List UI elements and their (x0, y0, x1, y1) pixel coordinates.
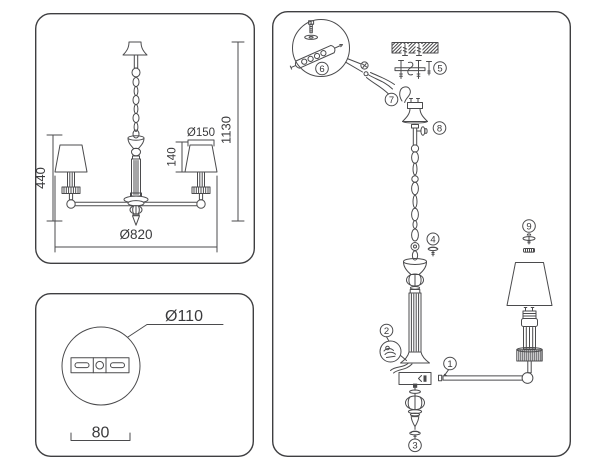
detail-circle-bracket: 6 (289, 19, 350, 77)
panel-assembly: 6 5 (271, 10, 572, 458)
part-label-7-circle (384, 92, 399, 107)
part-label-9-circle (522, 219, 536, 233)
dim-body-height: 440 (33, 134, 63, 222)
dim-plate-diameter-label: Ø110 (165, 308, 203, 325)
dim-shade-diameter: Ø150 (187, 127, 215, 147)
cap-part3: 3 (408, 430, 422, 453)
mounting-bar-part5: 5 (394, 60, 447, 79)
dim-total-diameter: Ø820 (54, 175, 218, 253)
ceiling-section (391, 42, 439, 56)
dim-plate-diameter: Ø110 (127, 308, 224, 338)
chandelier-bottom-finial (129, 205, 143, 226)
hub-assembly (398, 372, 432, 430)
locking-cap-part4: 4 (426, 232, 440, 257)
panel-front-view: 440 1130 Ø150 140 Ø820 (33, 12, 256, 265)
dim-shade-diameter-label: Ø150 (187, 127, 215, 139)
dim-body-height-label: 440 (33, 167, 48, 189)
part-label-4: 4 (430, 234, 435, 245)
dim-shade-height: 140 (167, 141, 189, 173)
mount-plate-view (61, 326, 141, 406)
canopy-hook-part7: 7 (384, 86, 411, 107)
candle-left (54, 144, 88, 201)
dim-shade-height-label: 140 (167, 147, 179, 166)
part-label-1: 1 (447, 359, 452, 370)
dim-total-diameter-label: Ø820 (119, 227, 152, 242)
candle-assembly: 9 (506, 219, 553, 374)
part-label-1-circle (443, 356, 457, 371)
candle-right (184, 144, 218, 201)
part-label-2: 2 (384, 326, 389, 337)
chandelier-arm (66, 195, 206, 209)
part-label-8: 8 (437, 123, 442, 134)
column-assembly (390, 258, 430, 374)
chandelier-canopy (122, 41, 148, 78)
dim-slot-spacing-label: 80 (92, 425, 110, 442)
assembly-chain (410, 144, 420, 261)
panel-border (271, 10, 572, 458)
arm-part1: 1 (438, 356, 534, 384)
wire-detail-part2: 2 (379, 323, 407, 363)
panel-border (34, 292, 255, 458)
canopy-assembly: 8 (402, 98, 447, 146)
wiring-and-screw (345, 58, 395, 96)
chandelier-chain (132, 77, 140, 139)
dim-total-height-label: 1130 (219, 116, 234, 144)
part-label-3-circle (408, 438, 422, 453)
part-label-5-circle (433, 61, 447, 75)
chandelier-stem (127, 135, 145, 197)
panel-mount-detail: Ø110 80 (34, 292, 255, 458)
part-label-7: 7 (389, 95, 394, 106)
panel-border (34, 12, 256, 265)
part-label-6: 6 (319, 64, 324, 75)
part-label-4-circle (426, 232, 440, 246)
part-label-8-circle (432, 121, 447, 135)
part-label-6-circle (315, 61, 329, 76)
dim-total-height: 1130 (219, 41, 245, 222)
part-label-3: 3 (412, 441, 417, 452)
part-label-5: 5 (437, 63, 442, 74)
dim-slot-spacing: 80 (70, 425, 131, 442)
part-label-9: 9 (526, 221, 531, 232)
